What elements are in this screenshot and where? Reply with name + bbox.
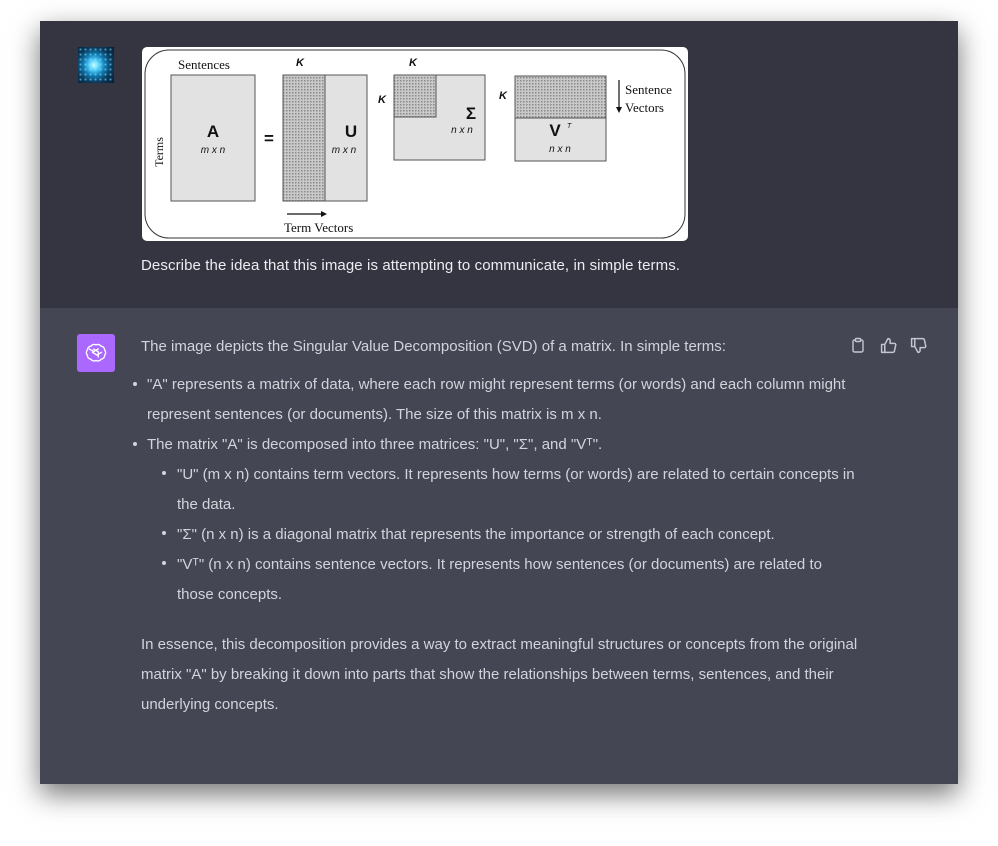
matrix-vt-superscript: T [567, 123, 572, 130]
terms-label: Terms [152, 137, 166, 167]
sentences-label: Sentences [178, 57, 230, 72]
user-avatar-icon [78, 47, 114, 83]
list-item: "U" (m x n) contains term vectors. It re… [162, 460, 861, 520]
list-item: "Vᵀ" (n x n) contains sentence vectors. … [162, 550, 861, 610]
answer-closing: In essence, this decomposition provides … [141, 636, 858, 713]
assistant-message: The image depicts the Singular Value Dec… [133, 332, 861, 720]
list-item-text: The matrix "A" is decomposed into three … [147, 436, 603, 453]
term-vectors-label: Term Vectors [284, 220, 353, 235]
thumbs-down-icon[interactable] [908, 335, 928, 355]
kappa-sigma-top: K [409, 57, 418, 69]
matrix-u-shaded [282, 74, 326, 202]
sentence-label: Sentence [625, 82, 672, 97]
svd-diagram: Sentences Terms A m x n = K U m x n Term… [144, 49, 686, 239]
matrix-vt-label: V [549, 121, 561, 140]
openai-logo-icon [77, 334, 115, 372]
list-item: The matrix "A" is decomposed into three … [133, 430, 861, 610]
matrix-a-label: A [207, 122, 219, 141]
kappa-u: K [296, 57, 305, 69]
equals-sign: = [264, 129, 274, 148]
clipboard-icon[interactable] [848, 335, 868, 355]
vectors-label: Vectors [625, 100, 664, 115]
thumbs-up-icon[interactable] [878, 335, 898, 355]
user-message-row: Sentences Terms A m x n = K U m x n Term… [40, 21, 958, 308]
matrix-a [170, 74, 256, 202]
attached-image[interactable]: Sentences Terms A m x n = K U m x n Term… [142, 47, 688, 241]
matrix-sigma-dims: n x n [451, 125, 473, 136]
matrix-a-dims: m x n [201, 145, 226, 156]
list-item: "Σ" (n x n) is a diagonal matrix that re… [162, 520, 861, 550]
kappa-v: K [499, 90, 508, 102]
message-actions [848, 335, 928, 357]
answer-sub-bullets: "U" (m x n) contains term vectors. It re… [162, 460, 861, 610]
matrix-u-dims: m x n [332, 145, 357, 156]
list-item: "A" represents a matrix of data, where e… [133, 370, 861, 430]
answer-bullets: "A" represents a matrix of data, where e… [133, 370, 861, 610]
matrix-vt-dims: n x n [549, 144, 571, 155]
answer-intro: The image depicts the Singular Value Dec… [141, 338, 726, 355]
kappa-sigma-left: K [378, 94, 387, 106]
matrix-u-label: U [345, 122, 357, 141]
matrix-vt-shaded [514, 75, 607, 119]
matrix-sigma-label: Σ [466, 104, 476, 123]
chat-window: Sentences Terms A m x n = K U m x n Term… [40, 21, 958, 784]
matrix-sigma-shaded [393, 74, 437, 118]
user-message: Describe the idea that this image is att… [141, 257, 681, 274]
